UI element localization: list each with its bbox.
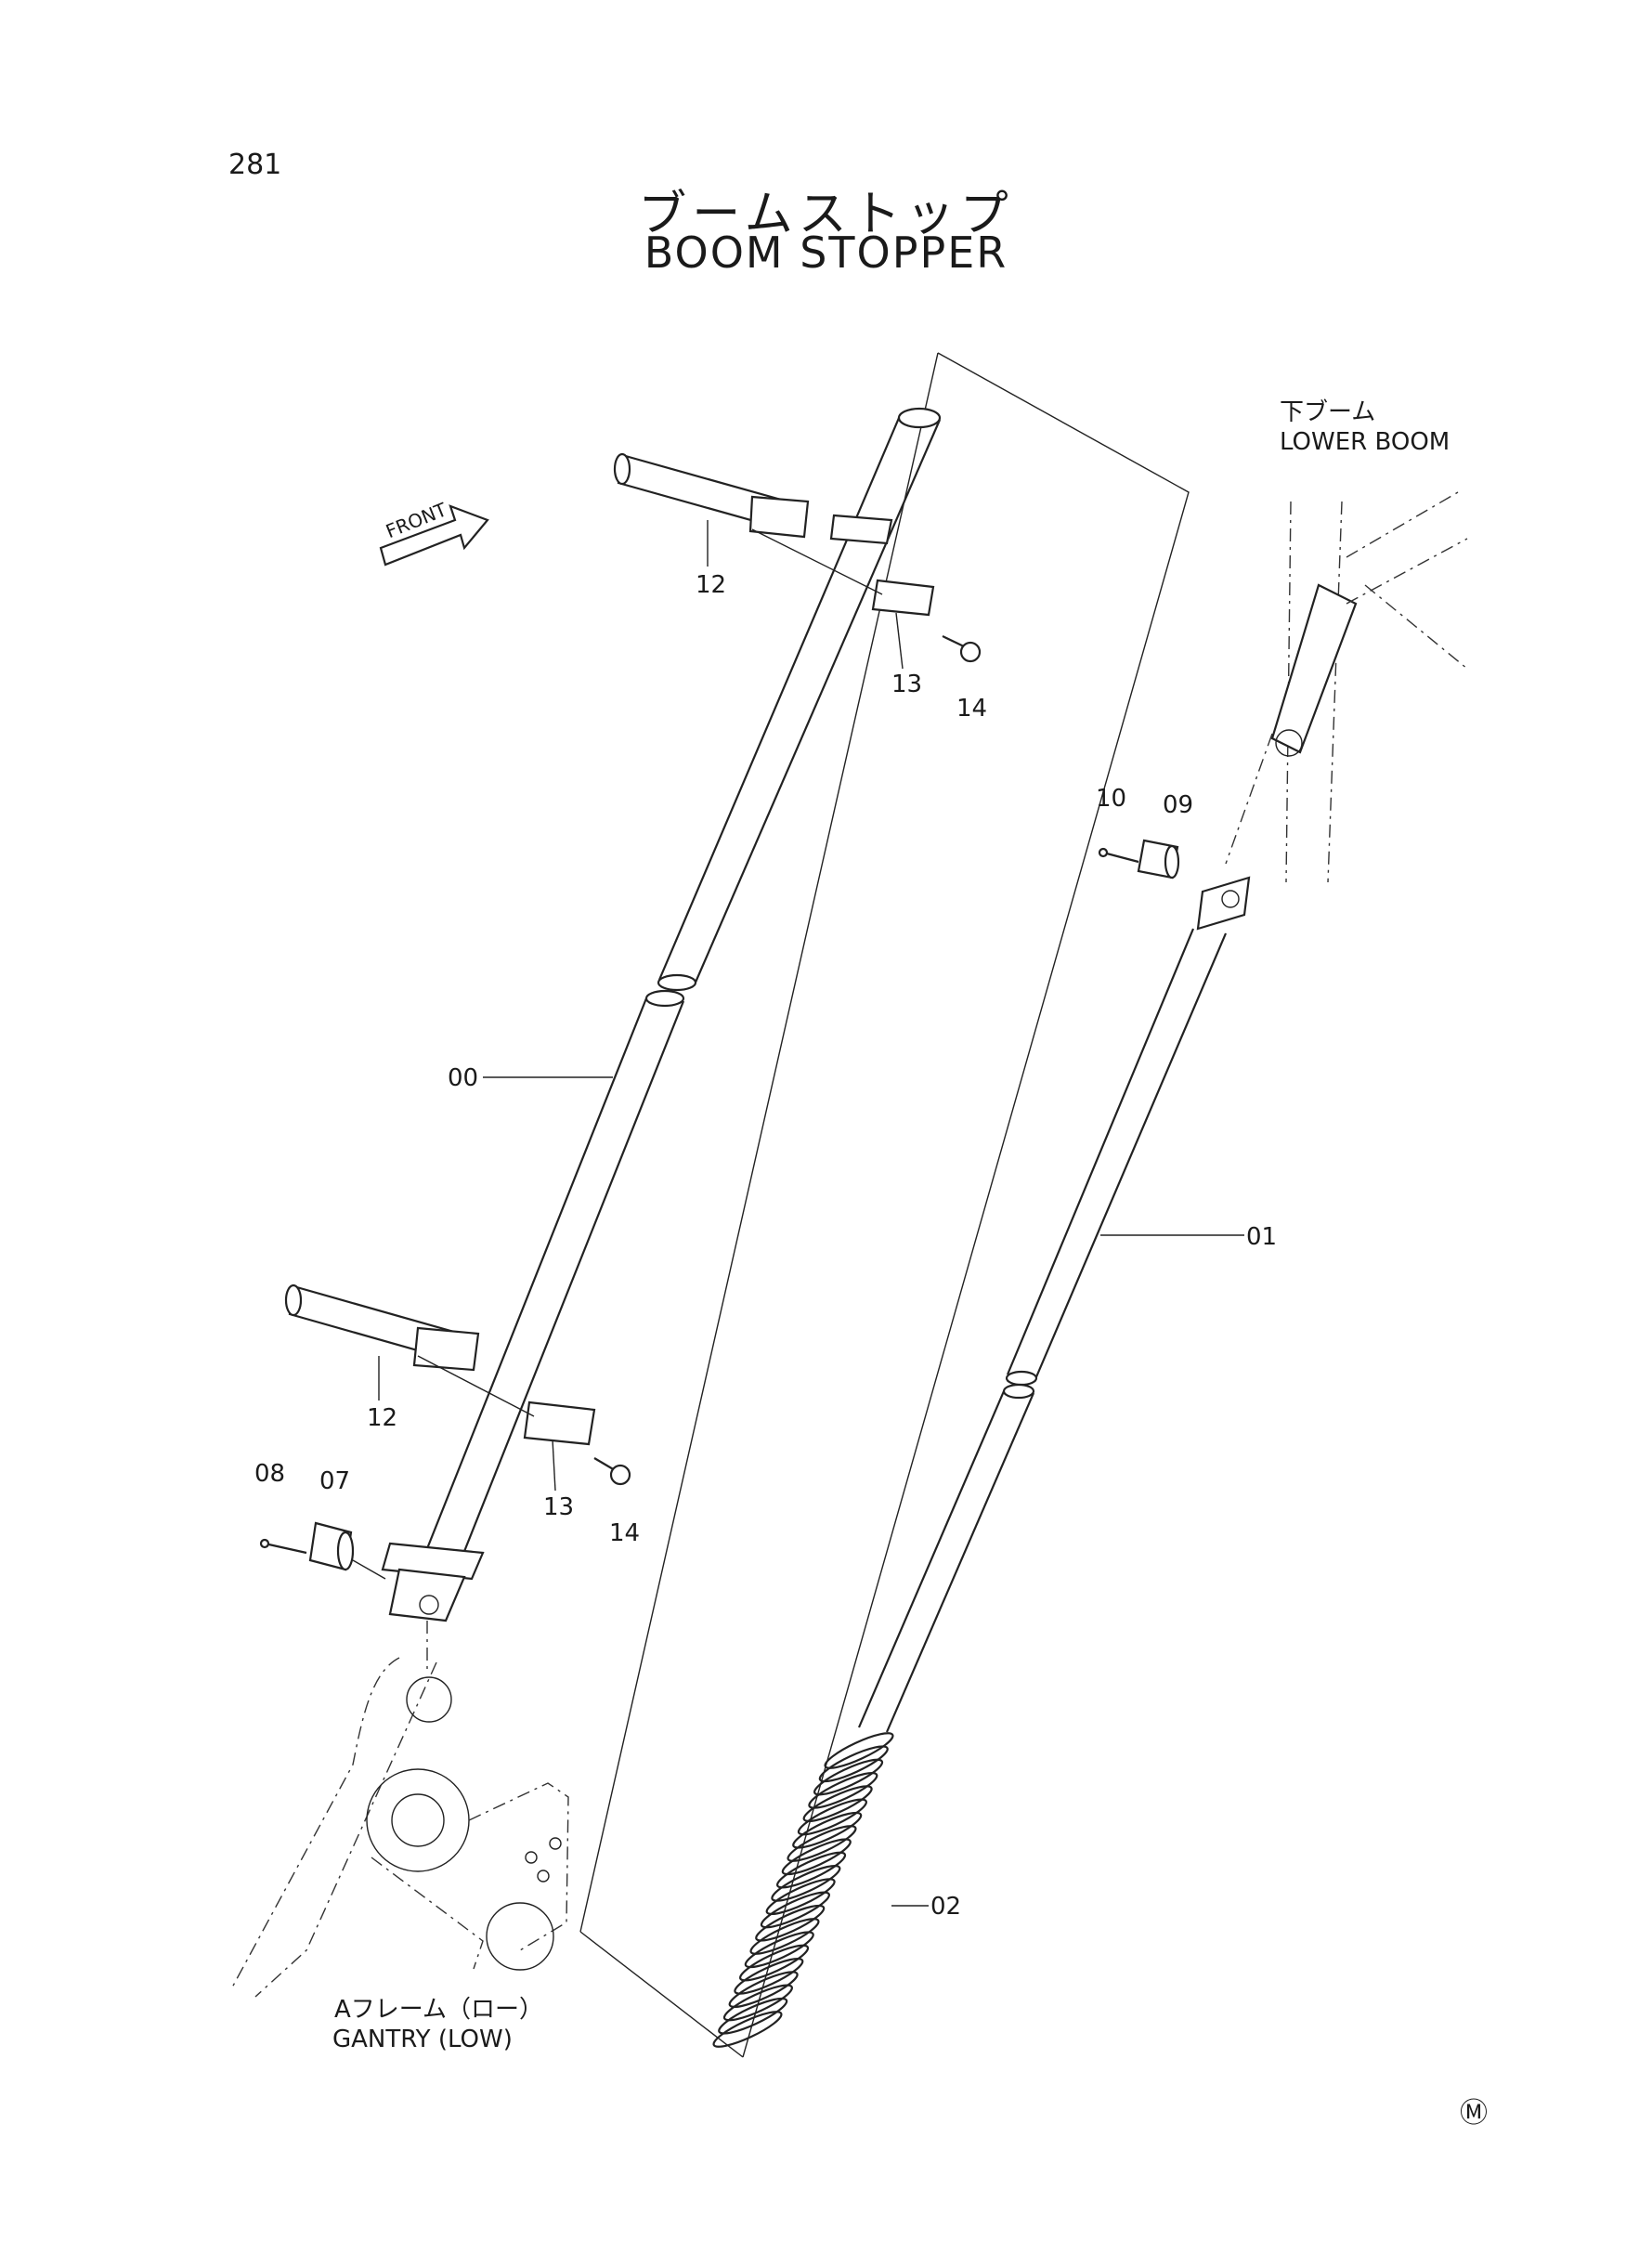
gantry-note-en: GANTRY (LOW) <box>332 2026 513 2053</box>
callout-14-lower: 14 <box>609 1519 641 1547</box>
gantry-note-jp: Aフレーム（ロー） <box>334 1996 544 2024</box>
spring-coil <box>718 1997 788 2035</box>
spring-coil <box>744 1931 814 1969</box>
clamp-bracket-12-lower <box>284 1283 480 1372</box>
lower-boom-note-en: LOWER BOOM <box>1280 428 1450 456</box>
clamp-13-upper <box>751 528 935 617</box>
spring-coil <box>739 1944 810 1982</box>
spring-coil <box>765 1878 836 1916</box>
spring-coil <box>813 1758 884 1796</box>
callout-12-lower: 12 <box>367 1404 398 1432</box>
spring-coil <box>749 1918 820 1955</box>
callout-01: 01 <box>1246 1223 1278 1251</box>
callout-07: 07 <box>319 1467 351 1495</box>
stopper-rod-01 <box>857 876 1251 1733</box>
bolt-14-upper <box>942 635 982 663</box>
spring-coil <box>818 1745 889 1783</box>
spring-coil <box>792 1811 863 1849</box>
callout-10: 10 <box>1096 785 1127 813</box>
spring-coil <box>771 1864 841 1902</box>
callout-08: 08 <box>254 1460 286 1488</box>
stopper-tube-00 <box>381 407 942 1622</box>
spring-coil <box>734 1957 804 1995</box>
spring-02 <box>712 1732 894 2048</box>
spring-coil <box>755 1904 826 1942</box>
leader-13b <box>552 1439 556 1492</box>
spring-coil <box>781 1838 852 1876</box>
cotter-pin-08 <box>259 1538 307 1555</box>
spring-coil <box>787 1825 857 1862</box>
leader-13a <box>895 612 904 670</box>
spring-coil <box>722 1984 793 2022</box>
pin-07 <box>308 1521 386 1580</box>
mark-symbol: Ⓜ <box>1460 2097 1488 2130</box>
callout-09: 09 <box>1163 791 1194 819</box>
front-arrow-icon <box>379 504 489 567</box>
spring-coil <box>808 1771 878 1809</box>
spring-coil <box>802 1785 873 1823</box>
callout-00: 00 <box>448 1064 479 1092</box>
callout-02: 02 <box>930 1893 962 1921</box>
clamp-bracket-12-upper <box>613 452 893 545</box>
callout-13-lower: 13 <box>543 1493 575 1521</box>
title-japanese: ブームストップ <box>638 187 1014 242</box>
spring-coil <box>712 2011 783 2048</box>
clamp-13-lower <box>417 1355 596 1446</box>
lower-boom <box>1225 491 1468 883</box>
pin-09 <box>1137 839 1180 879</box>
callout-14-upper: 14 <box>956 695 988 723</box>
lower-boom-note-jp: 下ブーム <box>1280 398 1376 426</box>
cotter-pin-10 <box>1098 847 1139 864</box>
bolt-14-lower <box>593 1457 631 1486</box>
callout-13-upper: 13 <box>891 671 923 698</box>
page-number: 281 <box>228 149 282 181</box>
spring-coil <box>760 1891 830 1929</box>
title-english: BOOM STOPPER <box>644 228 1008 278</box>
assembly-bracket <box>742 352 1190 2058</box>
gantry-low <box>231 1621 569 1998</box>
callout-12-upper: 12 <box>696 571 727 599</box>
spring-coil <box>824 1732 894 1769</box>
spring-coil <box>728 1971 799 2009</box>
spring-coil <box>776 1851 847 1889</box>
spring-coil <box>797 1798 867 1836</box>
